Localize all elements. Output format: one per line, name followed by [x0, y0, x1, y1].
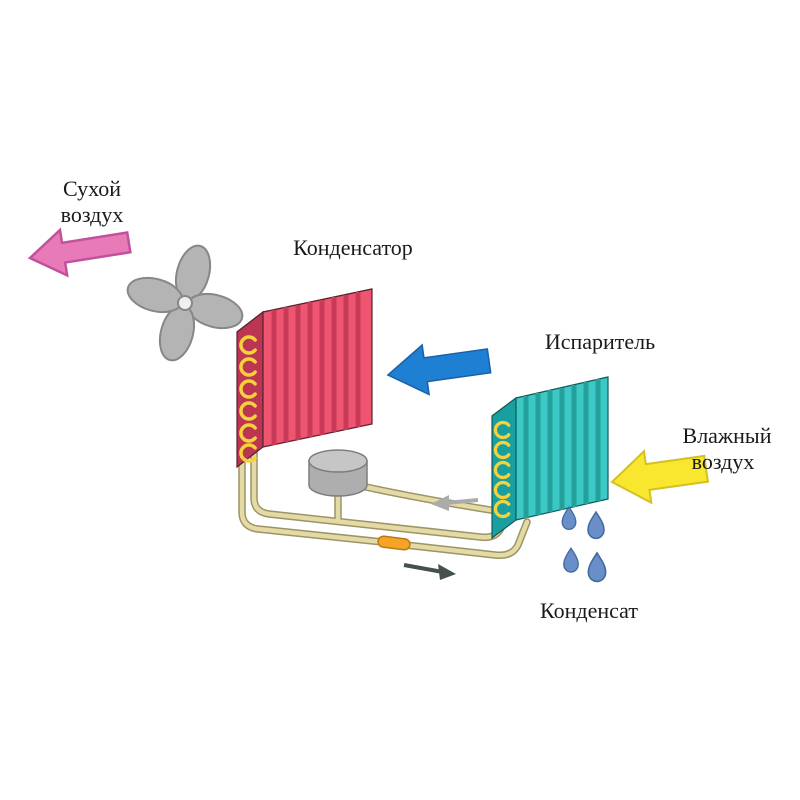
compressor-top: [308, 449, 368, 473]
evaporator: [491, 376, 609, 540]
dry-air-label-line1: Сухой: [63, 176, 121, 201]
condensate-label: Конденсат: [540, 598, 638, 623]
liquid-flow-arrow-shaft: [403, 563, 441, 574]
fan-hub: [177, 295, 193, 311]
evaporator-fins: [523, 379, 601, 518]
humid-air-label-line2: воздух: [692, 449, 755, 474]
humid-air-arrow: [610, 449, 710, 505]
evaporator-label: Испаритель: [545, 329, 655, 354]
water-drop: [587, 551, 607, 583]
condenser: [236, 288, 373, 469]
liquid-flow-arrow: [403, 563, 456, 580]
condenser-coils: [239, 335, 257, 463]
suction-flow-arrow-shaft: [445, 498, 479, 505]
dry-air-arrow: [27, 227, 132, 278]
fan: [126, 244, 244, 362]
water-drop: [563, 547, 579, 573]
airflow-arrow: [386, 343, 492, 396]
dry-air-label-line2: воздух: [61, 202, 124, 227]
humid-air-label-line1: Влажный: [683, 423, 772, 448]
condensate-drops: [561, 505, 607, 583]
condenser-fins: [271, 292, 361, 445]
suction-flow-arrow: [431, 495, 479, 511]
condenser-label: Конденсатор: [293, 235, 413, 260]
water-drop: [561, 505, 577, 530]
compressor: [308, 449, 368, 497]
water-drop: [587, 510, 605, 540]
suction-flow-arrow-head: [431, 495, 449, 511]
evaporator-coils: [493, 420, 511, 519]
expansion-valve: [377, 535, 411, 551]
liquid-flow-arrow-head: [438, 564, 456, 580]
